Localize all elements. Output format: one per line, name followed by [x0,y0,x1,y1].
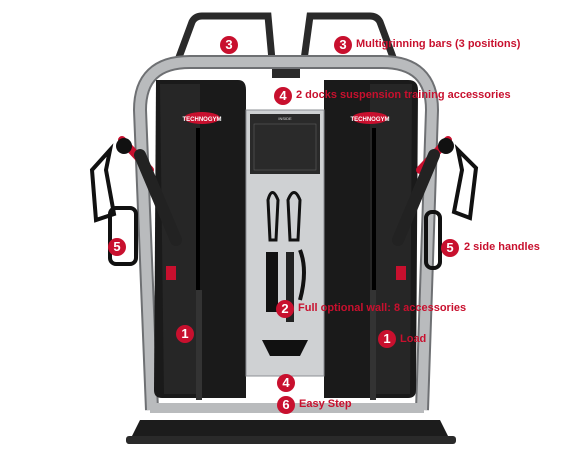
left-brand-logo: TECHNOGYM [183,112,222,124]
left-pulley [116,138,132,154]
right-brand-logo: TECHNOGYM [351,112,390,124]
right-grip-bar [300,12,398,64]
callout-2-text: Full optional wall: 8 accessories [298,302,467,314]
chart-header: INSIDE [278,116,292,121]
callout-3-number: 3 [334,36,352,54]
left-grip-bar [174,12,276,64]
callout-1-number: 1 [378,330,396,348]
base-foot [126,436,456,444]
right-weight-stack [370,290,376,400]
badge-3-left: 3 [220,36,238,54]
left-red-pin [166,266,176,280]
right-side-handle [424,210,442,270]
right-panel-highlight [370,84,412,394]
right-guide-slot [372,128,376,378]
badge-1-left: 1 [176,325,194,343]
curved-bar-accessory [298,249,306,301]
ankle-strap-accessory [262,340,308,356]
callout-5-number: 5 [441,239,459,257]
callout-4-number: 4 [274,87,292,105]
left-suspension-strap [89,143,117,223]
callout-1-text: Load [400,333,427,345]
handle-accessory-2 [286,191,302,242]
right-pulley [438,138,454,154]
svg-text:TECHNOGYM: TECHNOGYM [351,117,390,123]
callout-6-number: 6 [277,396,295,414]
callout-2-number: 2 [276,300,294,318]
accessory-chart [250,114,320,174]
right-suspension-strap [451,143,479,221]
callout-5-text: 2 side handles [464,241,540,253]
base-plate [130,420,450,440]
exercise-chart-grid [253,123,317,171]
left-pulley-arm [134,149,182,246]
left-weight-stack [196,290,202,400]
svg-text:TECHNOGYM: TECHNOGYM [183,117,222,123]
badge-4-bottom: 4 [277,374,295,392]
callout-6-text: Easy Step [299,398,352,410]
left-guide-slot [196,128,200,378]
outer-frame [134,57,438,411]
rope-accessory [266,252,278,312]
badge-5-left: 5 [108,238,126,256]
callout-3-text: Multigrinning bars (3 positions) [356,38,521,50]
handle-accessory-1 [266,191,280,242]
left-side-handle [108,206,138,266]
bar-accessory [286,252,294,322]
right-pulley-arm [392,149,440,246]
right-red-pin [396,266,406,280]
callout-4-text: 2 docks suspension training accessories [296,89,511,101]
